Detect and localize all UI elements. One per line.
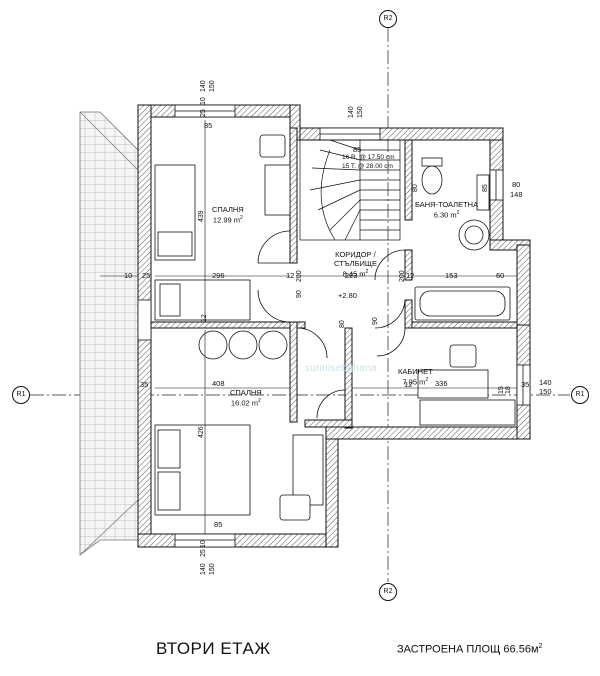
dim-12b: 12 (406, 271, 415, 280)
bedroom1-label: СПАЛНЯ 12.99 m2 (212, 205, 244, 225)
dim-top-150: 150 (209, 80, 216, 92)
dim-90a: 90 (296, 290, 303, 298)
bedroom1-name: СПАЛНЯ (212, 205, 244, 214)
dim-18: 18 (505, 386, 512, 394)
bedroom2-name: СПАЛНЯ (230, 388, 262, 397)
bedroom2-area-sup: 2 (258, 398, 261, 404)
floor-title: ВТОРИ ЕТАЖ (156, 639, 271, 658)
dim-12c: 12 (201, 314, 208, 322)
dim-top-140: 140 (200, 80, 207, 92)
corridor-name: КОРИДОР / (335, 250, 376, 259)
dim-200b: 200 (399, 270, 406, 282)
bedroom1-area: 12.99 m (212, 215, 241, 225)
dim-12a: 12 (286, 271, 295, 280)
bathroom-area: 6.30 m (433, 210, 457, 220)
built-area-text: ЗАСТРОЕНА ПЛОЩ 66.56м (397, 643, 539, 656)
dim-top-25: 25 (200, 109, 207, 117)
bedroom1-furniture (154, 134, 291, 321)
built-area-sup: 2 (538, 643, 543, 650)
office-area: 7.95 m (402, 377, 426, 387)
dim-top-10: 10 (200, 97, 207, 105)
office-furniture (417, 344, 516, 426)
dim-85a: 85 (482, 184, 489, 192)
dim-426: 426 (198, 426, 205, 438)
dim-90b: 90 (372, 317, 379, 325)
dim-408: 408 (212, 379, 225, 388)
dimension-lines (100, 120, 517, 534)
watermark: sunnisebghana (305, 363, 377, 374)
dim-439: 439 (198, 210, 205, 222)
dim-200a: 200 (296, 270, 303, 282)
stair-tread-note: 15 T. @ 28.00 cm (342, 163, 393, 170)
dim-left-35: 35 (140, 380, 149, 389)
dim-12d: 12 (404, 380, 413, 389)
dim-bottom-85: 85 (214, 520, 223, 529)
corridor-area: 8.45 m (342, 269, 366, 279)
dim-336: 336 (435, 379, 448, 388)
interior-walls (150, 127, 518, 429)
dim-left-25: 25 (142, 271, 151, 280)
axis-r1-left: R1 (12, 386, 30, 404)
staircase (299, 139, 401, 241)
bathroom-area-sup: 2 (456, 210, 460, 216)
dim-60: 60 (496, 271, 505, 280)
dim-80b: 80 (412, 184, 419, 192)
dim-223: 223 (345, 271, 358, 280)
dim-right-150: 150 (539, 387, 552, 396)
bathroom-area-line: 6.30 m2 (415, 209, 478, 220)
windows (137, 104, 531, 548)
dim-bottom-10: 10 (200, 540, 207, 548)
dim-top-85: 85 (204, 121, 213, 130)
dim-stair-85: 85 (353, 145, 362, 154)
roof-eave (79, 111, 139, 556)
bedroom1-area-sup: 2 (240, 215, 243, 221)
dim-stair-150: 150 (357, 106, 364, 118)
bedroom2-area: 16.02 m (230, 398, 259, 408)
bedroom2-furniture (154, 330, 324, 521)
office-area-line: 7.95 m2 (398, 376, 433, 387)
stair-rise-note: 16 R. @ 17.50 cm (342, 154, 395, 161)
dim-148: 148 (510, 190, 523, 199)
dim-296: 296 (212, 271, 225, 280)
doors (257, 230, 406, 419)
bathroom-name: БАНЯ-ТОАЛЕТНА (415, 200, 479, 209)
axis-r2-bottom: R2 (379, 583, 397, 601)
dim-bottom-150: 150 (209, 563, 216, 575)
corridor-label: КОРИДОР / СТЪЛБИЩЕ 8.45 m2 (334, 250, 377, 279)
dim-80a: 80 (339, 320, 346, 328)
bathroom-label: БАНЯ-ТОАЛЕТНА 6.30 m2 (415, 200, 478, 220)
dim-left-10: 10 (124, 271, 133, 280)
axis-r1-right: R1 (571, 386, 589, 404)
corridor-area-line: 8.45 m2 (334, 268, 377, 279)
axis-r2-top: R2 (379, 10, 397, 28)
level-mark: +2.80 (338, 291, 357, 300)
dim-bottom-140: 140 (200, 563, 207, 575)
built-area-label: ЗАСТРОЕНА ПЛОЩ 66.56м2 (397, 643, 542, 656)
dim-right-35: 35 (521, 380, 530, 389)
dim-153: 153 (445, 271, 458, 280)
dim-right-140: 140 (539, 378, 552, 387)
dim-stair-140: 140 (348, 106, 355, 118)
bedroom2-area-line: 16.02 m2 (230, 397, 262, 408)
bathroom-fixtures (414, 157, 511, 321)
office-area-sup: 2 (425, 377, 429, 383)
corridor-area-sup: 2 (365, 269, 369, 275)
dim-bottom-25: 25 (200, 549, 207, 557)
dim-80c: 80 (512, 180, 521, 189)
office-name: КАБИНЕТ (398, 367, 433, 376)
corridor-name2: СТЪЛБИЩЕ (334, 259, 377, 268)
office-label: КАБИНЕТ 7.95 m2 (398, 367, 433, 387)
bedroom1-area-line: 12.99 m2 (212, 214, 244, 225)
bedroom2-label: СПАЛНЯ 16.02 m2 (230, 388, 262, 408)
